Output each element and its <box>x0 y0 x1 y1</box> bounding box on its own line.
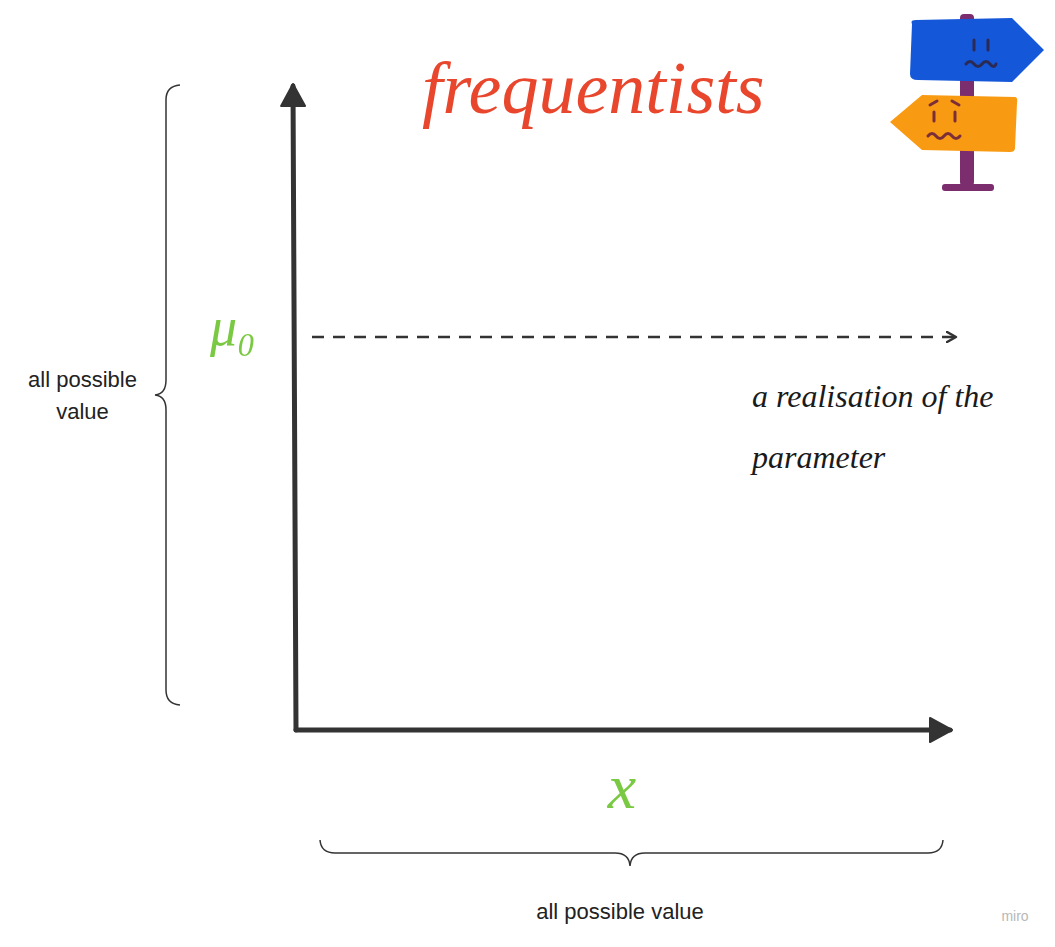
bracket-label: all possible value <box>470 899 770 925</box>
signpost-icon <box>890 14 1044 191</box>
y-axis <box>293 86 296 730</box>
annotation-note: a realisation of the parameter <box>752 366 1012 488</box>
bracket-label: all possible value <box>10 364 155 428</box>
watermark: miro <box>990 908 1040 925</box>
parameter-symbol: μ₀ <box>210 298 290 357</box>
curly-bracket <box>155 85 180 705</box>
x-axis <box>296 728 950 733</box>
axis-label: x <box>582 752 662 822</box>
dashed-arrow <box>312 336 955 339</box>
diagram-title: frequentists <box>422 48 862 129</box>
curly-bracket <box>320 840 943 866</box>
